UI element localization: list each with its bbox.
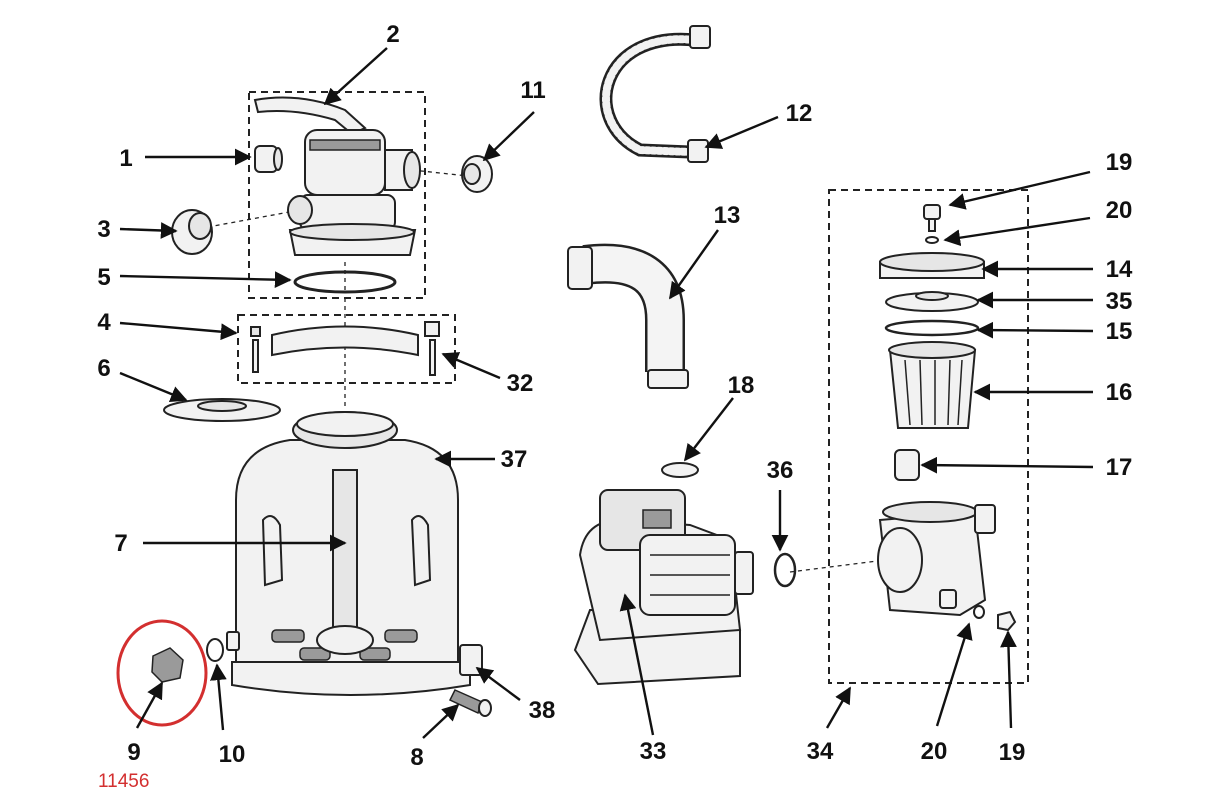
callout-1: 1 bbox=[119, 145, 132, 172]
drain-o-ring-part bbox=[206, 638, 224, 662]
callout-37: 37 bbox=[501, 446, 528, 473]
valve-adapter-part bbox=[461, 155, 493, 193]
highlight-circle bbox=[116, 619, 208, 727]
callout-32: 32 bbox=[507, 370, 534, 397]
callout-19-bottom: 19 bbox=[999, 739, 1026, 766]
strainer-housing-group-box bbox=[828, 189, 1029, 684]
pump-seal-part bbox=[661, 462, 699, 478]
callout-20-top: 20 bbox=[1106, 197, 1133, 224]
strainer-basket-part bbox=[888, 341, 977, 429]
callout-36: 36 bbox=[767, 457, 794, 484]
pressure-gauge-part bbox=[254, 145, 283, 173]
callout-12: 12 bbox=[786, 100, 813, 127]
hose-part bbox=[599, 25, 711, 163]
pump-motor-part bbox=[573, 489, 754, 686]
hose-adapter-part bbox=[448, 689, 492, 717]
callout-15: 15 bbox=[1106, 318, 1133, 345]
callout-38: 38 bbox=[529, 697, 556, 724]
callout-18: 18 bbox=[728, 372, 755, 399]
clamp-assembly-part bbox=[250, 321, 440, 376]
callout-11: 11 bbox=[520, 77, 545, 104]
valve-cap-part bbox=[171, 209, 213, 255]
pump-o-ring-part bbox=[773, 552, 797, 588]
clamp-assembly-group-box bbox=[237, 314, 456, 384]
laterals-part bbox=[271, 625, 418, 661]
callout-10: 10 bbox=[219, 741, 246, 768]
valve-o-ring-part bbox=[293, 270, 397, 294]
alignment-line-port bbox=[411, 169, 469, 177]
callout-19-top: 19 bbox=[1106, 149, 1133, 176]
drain-cap-part bbox=[151, 647, 184, 683]
drain-washer-part bbox=[973, 605, 985, 619]
callout-7: 7 bbox=[114, 530, 127, 557]
strainer-knob-part bbox=[923, 204, 941, 232]
callout-9: 9 bbox=[127, 739, 140, 766]
tank-base-part bbox=[231, 644, 483, 696]
lid-o-ring-part bbox=[884, 319, 980, 337]
basket-nut-part bbox=[894, 449, 920, 481]
callout-5: 5 bbox=[97, 264, 110, 291]
strainer-housing-part bbox=[877, 501, 996, 617]
multiport-valve-part bbox=[253, 96, 421, 256]
callout-16: 16 bbox=[1106, 379, 1133, 406]
callout-34: 34 bbox=[807, 738, 834, 765]
catalog-number: 11456 bbox=[98, 771, 149, 792]
drain-port-part bbox=[226, 631, 240, 651]
callout-14: 14 bbox=[1106, 256, 1133, 283]
filter-tank-part bbox=[235, 411, 459, 671]
lid-ring-part bbox=[879, 252, 985, 279]
callout-2: 2 bbox=[386, 21, 399, 48]
callout-8: 8 bbox=[410, 744, 423, 771]
callout-35: 35 bbox=[1106, 288, 1133, 315]
callout-3: 3 bbox=[97, 216, 110, 243]
callout-33: 33 bbox=[640, 738, 667, 765]
drain-plug-part bbox=[997, 610, 1017, 632]
diffuser-part bbox=[163, 398, 281, 422]
callout-13: 13 bbox=[714, 202, 741, 229]
strainer-lid-part bbox=[885, 291, 979, 312]
callout-4: 4 bbox=[97, 309, 111, 336]
callout-6: 6 bbox=[97, 355, 110, 382]
leader-arrows bbox=[119, 47, 1094, 739]
callout-labels: 1 2 3 4 5 6 7 8 9 10 11 12 13 14 15 16 1… bbox=[97, 21, 1133, 771]
elbow-pipe-part bbox=[567, 243, 689, 389]
callout-20-bottom: 20 bbox=[921, 738, 948, 765]
knob-washer-part bbox=[925, 236, 939, 244]
alignment-line-pump bbox=[789, 559, 886, 573]
callout-17: 17 bbox=[1106, 454, 1133, 481]
